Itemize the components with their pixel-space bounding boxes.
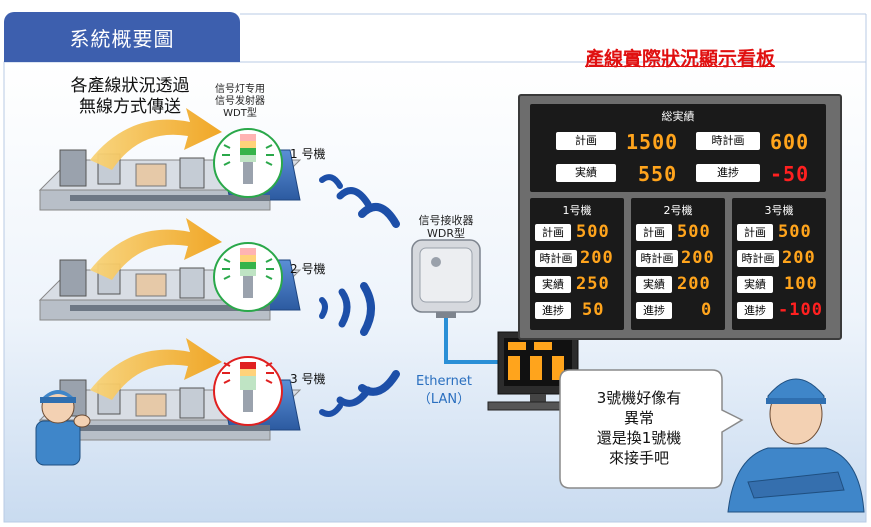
unit-1-plan-value: 500 bbox=[576, 222, 610, 242]
unit-2-time-plan-label: 時計画 bbox=[636, 250, 678, 267]
monitoring-computer bbox=[487, 331, 589, 411]
signal-tower-1 bbox=[213, 128, 283, 198]
receiver-label: 信号接收器 WDR型 bbox=[406, 214, 486, 240]
machine-2-label: 2 号機 bbox=[290, 262, 326, 276]
unit-3-actual-value: 100 bbox=[784, 274, 818, 294]
total-time-plan-label: 時計画 bbox=[696, 132, 760, 150]
unit-1-time-plan-label: 時計画 bbox=[535, 250, 577, 267]
total-actual-value: 550 bbox=[638, 162, 678, 186]
unit-1-actual-label: 実績 bbox=[535, 276, 571, 293]
total-actual-label: 実績 bbox=[556, 164, 616, 182]
unit-panel-2: 2号機 計画 500 時計画 200 実績 200 進捗 0 bbox=[631, 198, 725, 330]
signal-tower-3 bbox=[213, 356, 283, 426]
unit-1-plan-label: 計画 bbox=[535, 224, 571, 241]
receiver-label-line-1: 信号接收器 bbox=[418, 214, 474, 227]
wireless-waves-3 bbox=[319, 370, 400, 417]
unit-1-title: 1号機 bbox=[562, 204, 592, 217]
total-panel: 総実績 計画 1500 時計画 600 実績 550 進捗 -50 bbox=[530, 104, 826, 192]
thinking-worker-illustration bbox=[727, 378, 865, 513]
unit-2-plan-value: 500 bbox=[677, 222, 711, 242]
total-panel-title: 総実績 bbox=[661, 110, 695, 123]
machine-3-label: 3 号機 bbox=[290, 372, 326, 386]
machine-1-label: 1 号機 bbox=[290, 147, 326, 161]
unit-3-actual-label: 実績 bbox=[737, 276, 773, 293]
total-plan-value: 1500 bbox=[626, 130, 679, 154]
transmitter-label: 信号灯专用 信号发射器 WDT型 bbox=[200, 84, 280, 120]
receiver-label-line-2: WDR型 bbox=[427, 227, 465, 240]
total-plan-label: 計画 bbox=[556, 132, 616, 150]
speech-line-2: 異常 bbox=[623, 409, 654, 427]
diagram-title-tab: 系統概要圖 bbox=[4, 12, 240, 62]
ethernet-label-line-1: Ethernet bbox=[416, 374, 472, 389]
wireless-waves-2 bbox=[319, 282, 375, 336]
board-title: 產線實際狀況顯示看板 bbox=[584, 48, 775, 70]
unit-3-plan-value: 500 bbox=[778, 222, 812, 242]
unit-1-progress-label: 進捗 bbox=[535, 302, 571, 319]
ethernet-label: Ethernet （LAN） bbox=[404, 373, 484, 409]
unit-3-time-plan-value: 200 bbox=[782, 248, 816, 268]
transmitter-label-line-2: 信号发射器 bbox=[215, 96, 265, 107]
machine-1-arrow bbox=[90, 108, 222, 170]
unit-3-time-plan-label: 時計画 bbox=[737, 250, 779, 267]
total-progress-value: -50 bbox=[770, 162, 810, 186]
ethernet-cable bbox=[444, 318, 502, 364]
ethernet-label-line-2: （LAN） bbox=[417, 392, 471, 407]
machine-3-arrow bbox=[90, 338, 222, 400]
caption-line-1: 各產線狀況透過 bbox=[70, 76, 190, 96]
unit-3-progress-label: 進捗 bbox=[737, 302, 773, 319]
transmitter-label-line-1: 信号灯专用 bbox=[215, 84, 265, 95]
unit-2-progress-value: 0 bbox=[701, 300, 713, 320]
signal-tower-2 bbox=[213, 242, 283, 312]
unit-2-actual-value: 200 bbox=[677, 274, 711, 294]
unit-2-progress-label: 進捗 bbox=[636, 302, 672, 319]
unit-1-progress-value: 50 bbox=[582, 300, 605, 320]
unit-3-plan-label: 計画 bbox=[737, 224, 773, 241]
receiver-device bbox=[411, 239, 481, 318]
unit-panel-1: 1号機 計画 500 時計画 200 実績 250 進捗 50 bbox=[530, 198, 624, 330]
speech-line-1: 3號機好像有 bbox=[596, 389, 682, 407]
total-time-plan-value: 600 bbox=[770, 130, 810, 154]
unit-2-plan-label: 計画 bbox=[636, 224, 672, 241]
unit-1-actual-value: 250 bbox=[576, 274, 610, 294]
unit-3-progress-value: -100 bbox=[778, 300, 823, 320]
worried-worker-illustration bbox=[35, 390, 91, 466]
caption-line-2: 無線方式傳送 bbox=[79, 97, 181, 117]
total-progress-label: 進捗 bbox=[696, 164, 760, 182]
unit-1-time-plan-value: 200 bbox=[580, 248, 614, 268]
speech-line-4: 來接手吧 bbox=[608, 449, 669, 467]
unit-2-time-plan-value: 200 bbox=[681, 248, 715, 268]
display-board: 総実績 計画 1500 時計画 600 実績 550 進捗 -50 1号機 計画… bbox=[518, 94, 842, 340]
speech-line-3: 還是換1號機 bbox=[596, 429, 682, 447]
wireless-waves-1 bbox=[319, 174, 400, 228]
machine-2-arrow bbox=[90, 218, 222, 280]
unit-3-title: 3号機 bbox=[764, 204, 794, 217]
speech-bubble bbox=[559, 369, 744, 489]
transmitter-label-line-3: WDT型 bbox=[223, 108, 257, 119]
unit-2-title: 2号機 bbox=[663, 204, 693, 217]
unit-2-actual-label: 実績 bbox=[636, 276, 672, 293]
speech-bubble-text: 3號機好像有 異常 還是換1號機 來接手吧 bbox=[566, 388, 712, 468]
unit-panel-3: 3号機 計画 500 時計画 200 実績 100 進捗 -100 bbox=[732, 198, 826, 330]
wireless-caption: 各產線狀況透過 無線方式傳送 bbox=[30, 76, 230, 118]
